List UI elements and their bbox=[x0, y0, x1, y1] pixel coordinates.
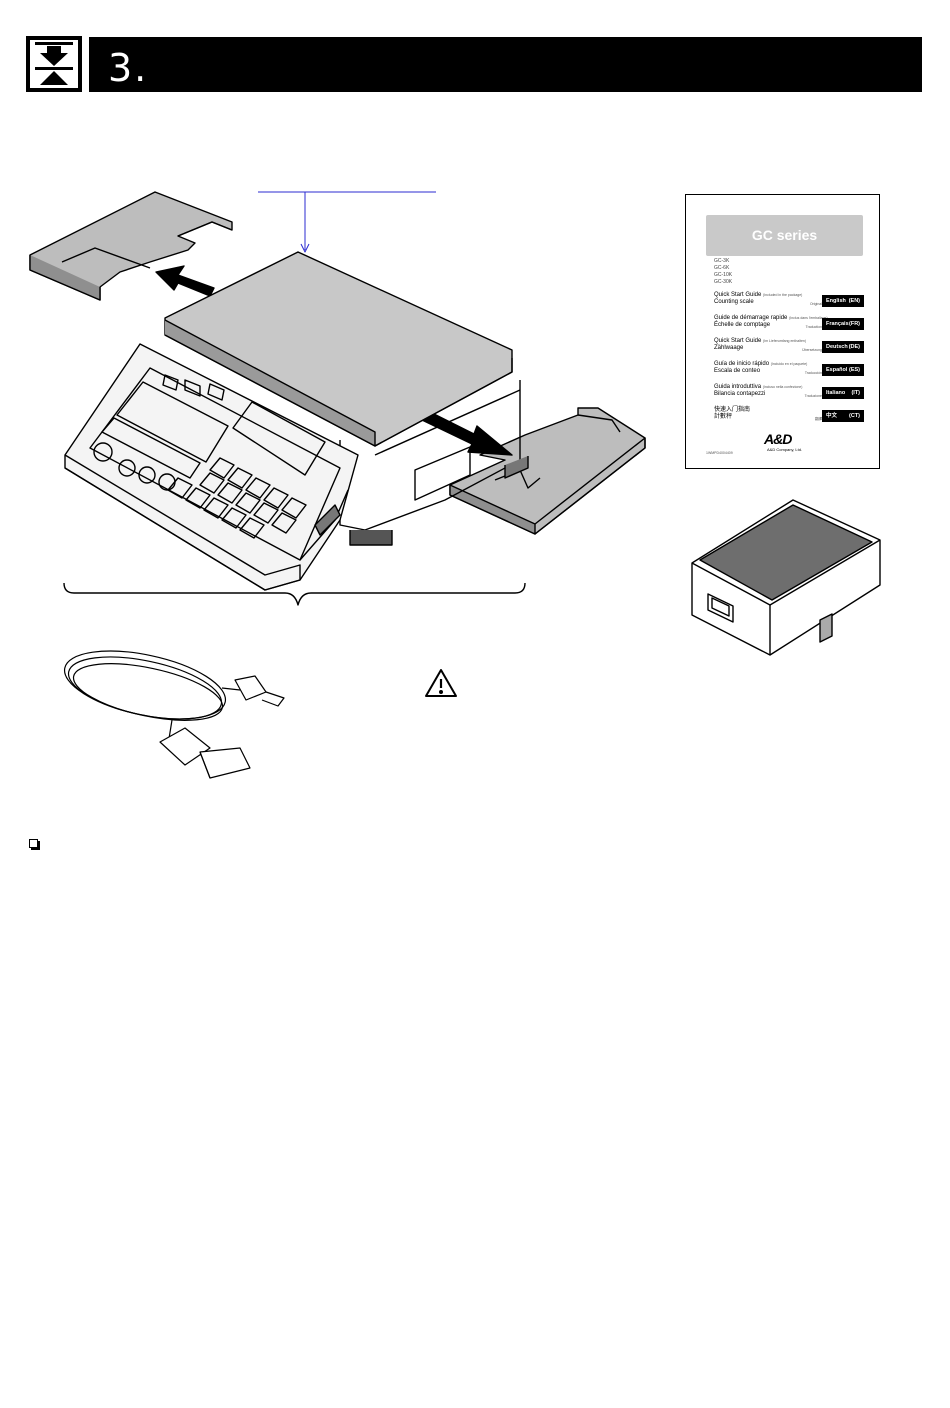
lang-label: Übersetzung bbox=[802, 348, 822, 352]
lang-title: 快速入门指南 bbox=[714, 407, 751, 413]
company-name: A&D Company, Ltd. bbox=[767, 447, 803, 452]
model-item: GC-10K bbox=[714, 272, 733, 278]
lang-title: Guida introduttiva bbox=[714, 384, 762, 390]
guide-title-banner: GC series bbox=[706, 215, 863, 256]
guide-language-row: Quick Start Guide (Included in the packa… bbox=[714, 292, 864, 314]
lang-note: (Incluso nella confezione) bbox=[762, 385, 803, 389]
counting-scale bbox=[64, 251, 529, 591]
lang-title: Guía de inicio rápido bbox=[714, 361, 770, 367]
guide-title: GC series bbox=[751, 227, 818, 243]
lang-label: Traduzione bbox=[804, 394, 822, 398]
lang-title: Quick Start Guide bbox=[714, 292, 762, 298]
brand-logo: A&D bbox=[764, 431, 792, 447]
lang-name: Français bbox=[826, 321, 849, 327]
lang-code: (DE) bbox=[848, 344, 860, 350]
lang-name: Italiano bbox=[826, 390, 846, 396]
lang-subtitle: Counting scale bbox=[714, 299, 754, 305]
lang-tag: Español(ES) bbox=[822, 364, 864, 376]
lang-title: Quick Start Guide bbox=[714, 338, 762, 344]
quick-start-guide: GC series GC-3K GC-6K GC-10K GC-30K Quic… bbox=[685, 194, 880, 469]
left-weighing-pan-plate bbox=[29, 191, 233, 301]
lang-name: 中文 bbox=[826, 413, 838, 419]
lang-subtitle: Échelle de comptage bbox=[714, 322, 771, 328]
lang-name: Español bbox=[826, 367, 848, 373]
weighing-icon bbox=[26, 36, 82, 92]
guide-language-row: Quick Start Guide (Im Lieferumfang entha… bbox=[714, 338, 864, 360]
lang-subtitle: Zählwaage bbox=[714, 345, 744, 351]
lang-label: Traduction bbox=[805, 325, 822, 329]
lang-name: Deutsch bbox=[826, 344, 848, 350]
lang-code: (EN) bbox=[848, 298, 860, 304]
guide-document-code: 1WMPD4004409 bbox=[706, 451, 733, 455]
lang-label: Traducción bbox=[804, 371, 822, 375]
lang-note: (Inclus dans l'emballage) bbox=[789, 316, 828, 320]
lang-code: (IT) bbox=[851, 390, 860, 396]
guide-language-row: 快速入门指南 計數秤 翻譯 中文 (CT) bbox=[714, 407, 864, 429]
guide-language-row: Guía de inicio rápido (Incluido en el pa… bbox=[714, 361, 864, 383]
lang-tag: English(EN) bbox=[822, 295, 864, 307]
lang-tag: 中文 (CT) bbox=[822, 410, 864, 422]
section-header-bar bbox=[89, 37, 922, 92]
lang-note: (Included in the package) bbox=[763, 293, 803, 297]
usb-cable bbox=[63, 650, 285, 779]
lang-tag: Deutsch(DE) bbox=[822, 341, 864, 353]
lang-note: (Im Lieferumfang enthalten) bbox=[763, 339, 807, 343]
model-item: GC-3K bbox=[714, 258, 730, 264]
lang-title: Guide de démarrage rapide bbox=[714, 315, 788, 321]
lang-code: (CT) bbox=[849, 413, 860, 419]
lang-tag: Italiano (IT) bbox=[822, 387, 864, 399]
lang-subtitle: 計數秤 bbox=[714, 414, 733, 420]
lang-tag: Français(FR) bbox=[822, 318, 864, 330]
ac-adapter bbox=[691, 499, 881, 656]
guide-model-list: GC-3K GC-6K GC-10K GC-30K bbox=[714, 258, 732, 286]
warning-triangle-icon bbox=[425, 669, 457, 697]
lang-label: 翻譯 bbox=[815, 417, 822, 421]
lang-subtitle: Bilancia contapezzi bbox=[714, 391, 766, 397]
guide-language-row: Guide de démarrage rapide (Inclus dans l… bbox=[714, 315, 864, 337]
lang-code: (FR) bbox=[849, 321, 860, 327]
model-item: GC-30K bbox=[714, 279, 733, 285]
lang-code: (ES) bbox=[849, 367, 860, 373]
lang-note: (Incluido en el paquete) bbox=[770, 362, 808, 366]
lang-name: English bbox=[826, 298, 846, 304]
checkbox-bullet-icon bbox=[29, 839, 38, 848]
guide-language-row: Guida introduttiva (Incluso nella confez… bbox=[714, 384, 864, 406]
model-item: GC-6K bbox=[714, 265, 730, 271]
lang-label: Original bbox=[809, 302, 822, 306]
lang-subtitle: Escala de conteo bbox=[714, 368, 761, 374]
right-weighing-pan-plate bbox=[449, 407, 646, 535]
section-number: 3. bbox=[108, 46, 149, 90]
